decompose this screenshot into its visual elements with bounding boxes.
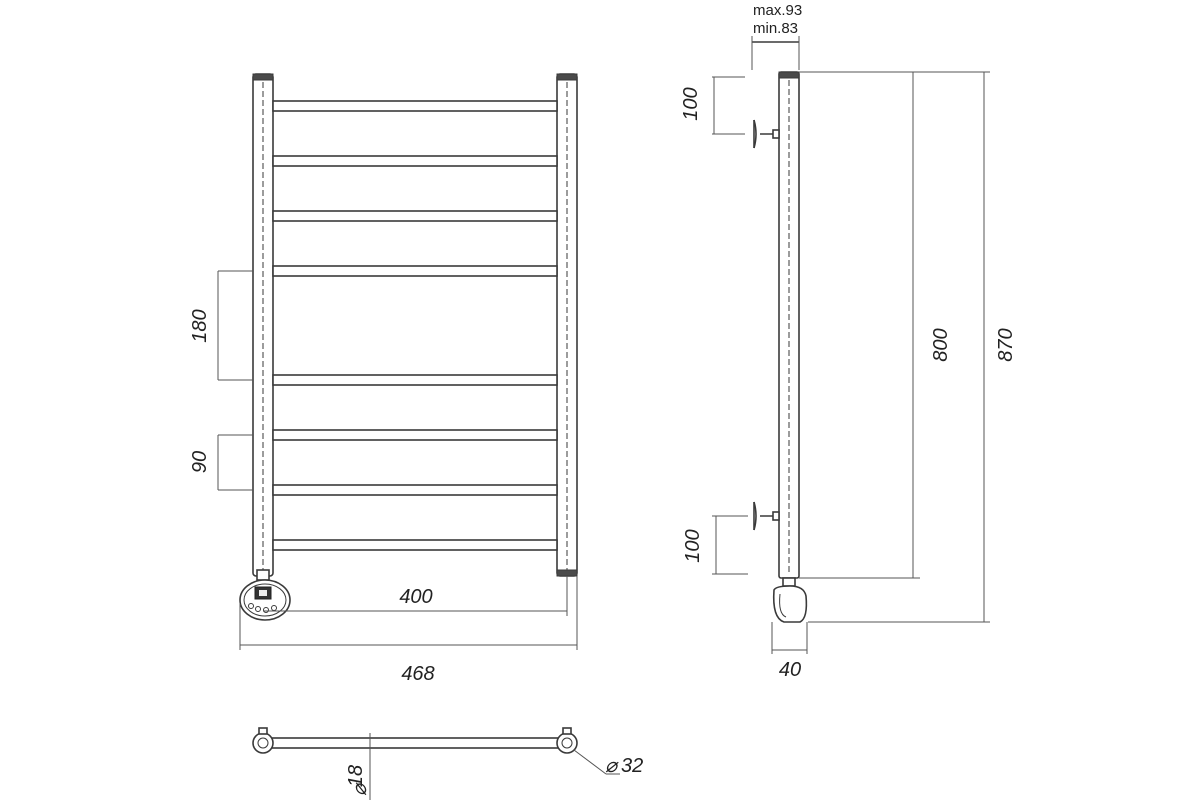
bar-1	[272, 100, 558, 112]
bottom-wall-bracket	[753, 501, 780, 531]
front-view: 180 90 400 468	[189, 73, 578, 685]
diameter-32-symbol: ⌀	[605, 755, 619, 777]
top-wall-bracket	[753, 119, 780, 149]
dimension-40: 40	[771, 622, 808, 681]
label-468: 468	[401, 663, 434, 685]
top-view-left-rail	[252, 727, 274, 754]
thermostat-side	[772, 577, 808, 623]
thermostat-button-1	[248, 603, 254, 609]
label-diameter-18: 18	[345, 765, 367, 787]
top-view-right-rail	[556, 727, 578, 754]
label-90: 90	[189, 451, 211, 473]
bar-5	[272, 374, 558, 386]
right-rail-top-cap	[556, 73, 578, 81]
label-40: 40	[779, 659, 801, 681]
top-view: ⌀ 18 ⌀ 32	[252, 727, 643, 800]
dimension-870: 870	[808, 71, 1017, 623]
label-depth-max: max.93	[753, 2, 802, 19]
dimension-180: 180	[189, 270, 253, 381]
dimension-90: 90	[189, 434, 253, 491]
thermostat-neck	[256, 569, 270, 581]
dimension-diameter-32: ⌀ 32	[573, 749, 643, 777]
bar-4	[272, 265, 558, 277]
dimension-800: 800	[799, 71, 952, 579]
dimension-100-bottom: 100	[682, 515, 748, 575]
label-100-bottom: 100	[682, 529, 704, 562]
dimension-468: 468	[239, 576, 578, 685]
horizontal-bars	[272, 100, 558, 551]
top-view-bar	[262, 737, 568, 749]
dimension-400: 400	[263, 576, 568, 616]
thermostat-display-inner	[259, 590, 267, 596]
side-view: max.93 min.83	[680, 2, 1017, 681]
diameter-18-symbol: ⌀	[349, 782, 371, 796]
bar-7	[272, 484, 558, 496]
label-depth-min: min.83	[753, 20, 798, 37]
left-rail-top-cap	[252, 73, 274, 81]
bar-8	[272, 539, 558, 551]
thermostat-control	[239, 569, 291, 621]
label-diameter-32: 32	[621, 755, 643, 777]
thermostat-inner	[243, 583, 287, 617]
label-180: 180	[189, 309, 211, 342]
right-rail-bottom-cap	[556, 569, 578, 577]
bar-6	[272, 429, 558, 441]
dimension-100-top: 100	[680, 76, 745, 135]
thermostat-button-2	[255, 606, 261, 612]
thermostat-button-3	[263, 607, 269, 613]
label-100-top: 100	[680, 87, 702, 120]
label-800: 800	[930, 328, 952, 361]
thermostat-body	[239, 579, 291, 621]
label-870: 870	[995, 328, 1017, 361]
bar-3	[272, 210, 558, 222]
side-rail-top-cap	[778, 71, 800, 79]
dimension-diameter-18: ⌀ 18	[345, 733, 371, 800]
dimension-depth: max.93 min.83	[751, 2, 802, 70]
label-400: 400	[399, 586, 432, 608]
bar-2	[272, 155, 558, 167]
